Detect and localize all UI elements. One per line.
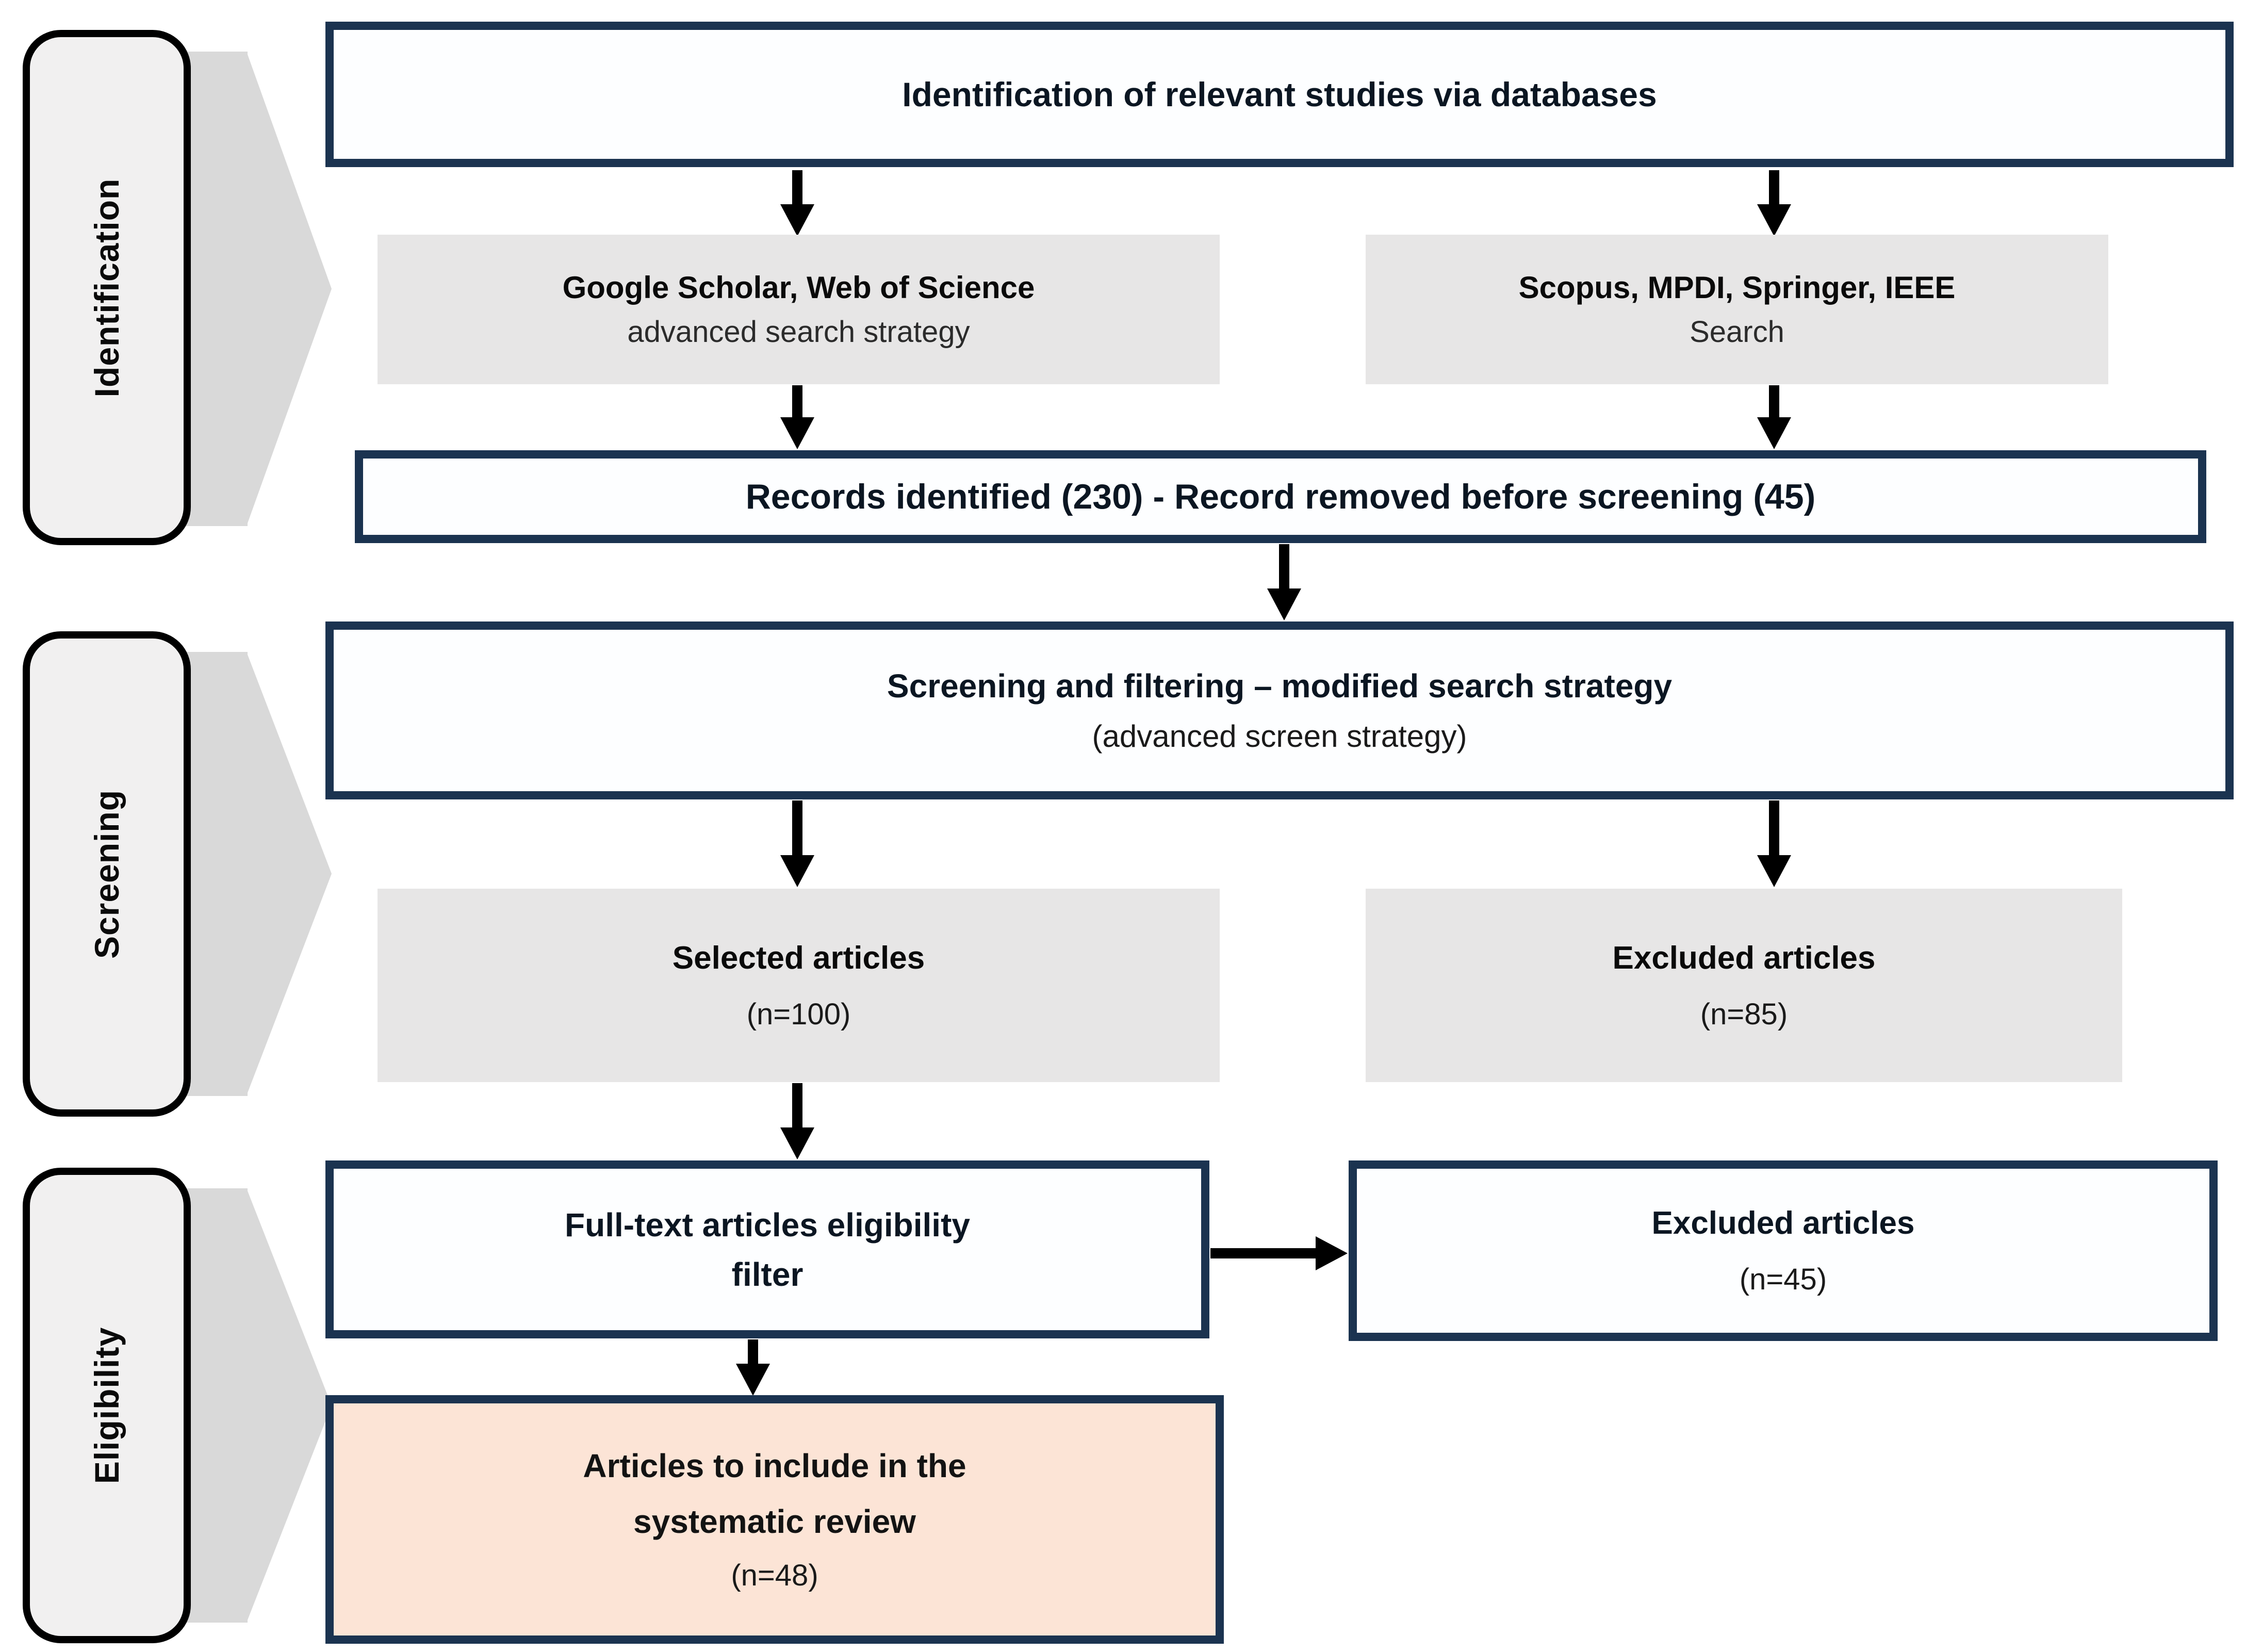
arrow-records-to-screening <box>1279 544 1289 592</box>
included-line3: (n=48) <box>731 1558 818 1592</box>
arrowhead-records-to-screening <box>1267 588 1301 620</box>
arrowhead-fulltext-to-included <box>736 1364 770 1396</box>
db-right-line1: Scopus, MPDI, Springer, IEEE <box>1518 270 1956 305</box>
arrowhead-title-to-db-left <box>780 204 814 236</box>
db-right-box: Scopus, MPDI, Springer, IEEE Search <box>1366 235 2108 384</box>
included-line1: Articles to include in the <box>583 1447 966 1484</box>
stage-identification-label: Identification <box>88 178 126 397</box>
screening-box: Screening and filtering – modified searc… <box>325 621 2234 799</box>
fulltext-box: Full-text articles eligibility filter <box>325 1160 1209 1338</box>
arrow-selected-to-fulltext <box>792 1083 802 1131</box>
screening-line1: Screening and filtering – modified searc… <box>887 667 1673 705</box>
arrowhead-screening-to-excluded <box>1757 855 1791 887</box>
arrowhead-db-left-to-records <box>780 417 814 449</box>
db-left-line2: advanced search strategy <box>627 315 970 349</box>
stage-identification: Identification <box>23 30 191 545</box>
arrowhead-db-right-to-records <box>1757 417 1791 449</box>
stage-eligibility: Eligibility <box>23 1168 191 1643</box>
arrowhead-screening-to-selected <box>780 855 814 887</box>
excluded-eligibility-line2: (n=45) <box>1739 1263 1827 1296</box>
arrow-screening-to-excluded <box>1769 800 1779 858</box>
arrow-title-to-db-right <box>1769 170 1779 207</box>
arrow-title-to-db-left <box>792 170 802 207</box>
excluded-eligibility-line1: Excluded articles <box>1651 1205 1915 1241</box>
selected-line1: Selected articles <box>672 940 925 976</box>
db-left-line1: Google Scholar, Web of Science <box>562 270 1035 305</box>
records-box: Records identified (230) - Record remove… <box>355 450 2206 543</box>
identification-chevron-tip <box>247 52 332 526</box>
title-text: Identification of relevant studies via d… <box>902 75 1657 113</box>
arrow-fulltext-to-included <box>748 1339 758 1368</box>
screening-line2: (advanced screen strategy) <box>1092 719 1467 754</box>
fulltext-line1: Full-text articles eligibility <box>565 1206 970 1244</box>
excluded-screening-line2: (n=85) <box>1700 997 1788 1031</box>
included-box: Articles to include in the systematic re… <box>325 1395 1224 1644</box>
arrow-fulltext-to-excluded <box>1210 1248 1318 1258</box>
title-box: Identification of relevant studies via d… <box>325 22 2234 167</box>
db-left-box: Google Scholar, Web of Science advanced … <box>378 235 1220 384</box>
fulltext-line2: filter <box>731 1255 804 1293</box>
stage-eligibility-label: Eligibility <box>88 1327 126 1484</box>
selected-line2: (n=100) <box>746 997 851 1031</box>
arrowhead-title-to-db-right <box>1757 204 1791 236</box>
stage-screening-label: Screening <box>88 789 126 959</box>
records-text: Records identified (230) - Record remove… <box>745 477 1816 516</box>
included-line2: systematic review <box>633 1502 916 1540</box>
stage-screening: Screening <box>23 631 191 1117</box>
arrowhead-selected-to-fulltext <box>780 1127 814 1159</box>
arrowhead-fulltext-to-excluded <box>1316 1236 1348 1270</box>
eligibility-chevron-tip <box>247 1188 332 1623</box>
arrow-screening-to-selected <box>792 800 802 858</box>
arrow-db-left-to-records <box>792 385 802 420</box>
excluded-screening-box: Excluded articles (n=85) <box>1366 889 2122 1082</box>
excluded-eligibility-box: Excluded articles (n=45) <box>1349 1160 2218 1341</box>
screening-chevron-tip <box>247 652 332 1095</box>
selected-articles-box: Selected articles (n=100) <box>378 889 1220 1082</box>
db-right-line2: Search <box>1690 315 1784 349</box>
excluded-screening-line1: Excluded articles <box>1612 940 1876 976</box>
arrow-db-right-to-records <box>1769 385 1779 420</box>
